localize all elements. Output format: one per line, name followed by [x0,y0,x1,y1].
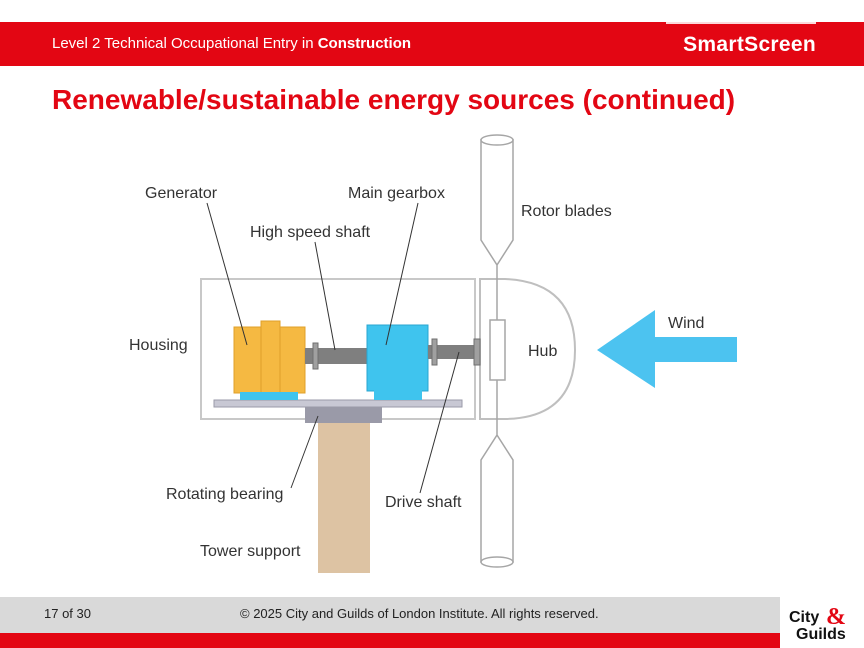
generator-shape-middle [260,320,281,396]
generator-foot [240,392,298,400]
wind-arrow-shape [597,310,737,388]
course-title: Level 2 Technical Occupational Entry in … [52,35,411,52]
leader-generator [206,202,248,346]
label-rotating-bearing: Rotating bearing [166,486,283,503]
footer-red-strip [0,633,780,648]
leader-high-speed-shaft [314,241,336,351]
label-hub: Hub [528,343,557,360]
rotating-bearing-shape [305,407,382,423]
leader-main-gearbox [385,202,419,346]
tower-support-shape [318,423,370,573]
gearbox-foot [374,390,422,400]
leader-drive-shaft [419,351,460,494]
label-tower-support: Tower support [200,543,301,560]
label-main-gearbox: Main gearbox [348,185,445,202]
drive-shaft-shape [428,345,480,359]
logo-ampersand-icon: & [826,604,846,630]
page-number: 17 of 30 [44,606,91,621]
course-prefix: Level 2 Technical Occupational Entry in [52,35,314,52]
high-speed-shaft-shape [305,348,368,364]
city-and-guilds-logo: City & Guilds [789,604,846,643]
slide-title: Renewable/sustainable energy sources (co… [52,84,736,115]
brand-logo: SmartScreen [683,33,816,56]
label-drive-shaft: Drive shaft [385,494,462,511]
course-subject: Construction [317,35,412,52]
label-wind: Wind [668,315,704,332]
base-plate-shape [213,399,463,408]
rotor-blade-bottom-cap [480,556,514,568]
logo-text-guilds: Guilds [796,626,846,643]
label-rotor-blades: Rotor blades [521,203,612,220]
high-speed-shaft-collar [312,342,319,370]
header-bar [0,22,864,66]
logo-text-city: City [789,609,819,626]
main-gearbox-shape [366,324,429,392]
generator-shape-right [279,326,306,394]
hub-shape [479,278,577,420]
drive-shaft-collar-2 [473,338,481,366]
drive-shaft-collar-1 [431,338,438,366]
leader-rotating-bearing [290,415,319,489]
copyright-text: © 2025 City and Guilds of London Institu… [240,606,599,621]
label-housing: Housing [129,337,188,354]
hub-flange-shape [489,319,506,381]
footer-bar [0,597,780,633]
label-generator: Generator [145,185,218,202]
label-high-speed-shaft: High speed shaft [250,224,371,241]
rotor-blade-top-cap [480,134,514,146]
header-accent-line [666,22,816,24]
generator-shape-left [233,326,263,394]
